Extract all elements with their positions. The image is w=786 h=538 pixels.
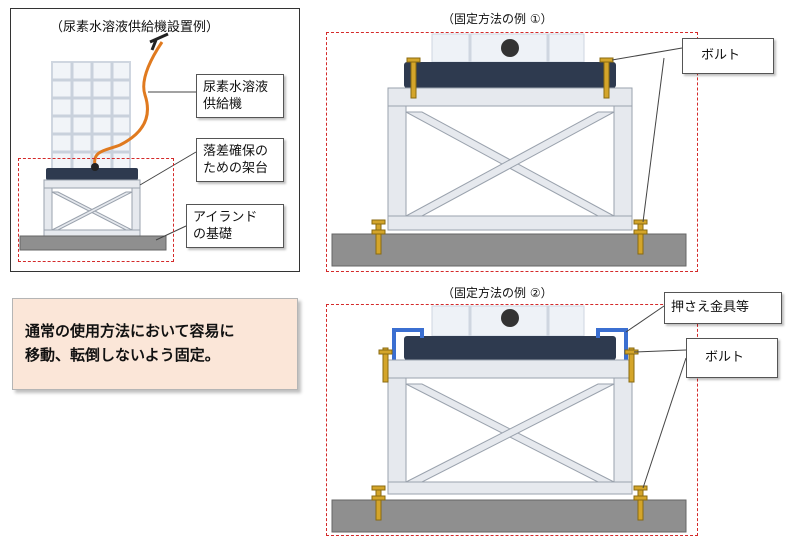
supply-cap — [91, 163, 99, 171]
supply-example-title: （尿素水溶液供給機設置例） — [50, 20, 220, 35]
note-line2: 移動、転倒しないよう固定。 — [25, 346, 220, 364]
supply-tank-grid — [51, 61, 131, 171]
supply-stand — [43, 179, 141, 237]
example2-tank-base — [404, 336, 616, 360]
callout-stand-line1: 落差確保の — [203, 144, 269, 159]
example2-caption: （固定方法の例 ②） — [442, 286, 553, 300]
example2-dashed-frame — [326, 304, 698, 536]
example2-foundation — [331, 499, 687, 533]
supply-hose — [93, 41, 164, 166]
example1-tank-base — [404, 62, 616, 88]
note-line1: 通常の使用方法において容易に — [25, 322, 235, 340]
example2-left-clamp — [392, 328, 424, 364]
supply-dashed-highlight — [18, 158, 174, 262]
example2-tank-cap — [501, 309, 519, 327]
fixing-requirement-note: 通常の使用方法において容易に 移動、転倒しないよう固定。 — [12, 298, 298, 390]
example1-stand — [387, 87, 633, 231]
example1-top-bolts — [406, 57, 614, 99]
example2-side-bolts — [378, 347, 639, 383]
example2-bottom-bolts — [371, 485, 648, 521]
callout-foundation: アイランド の基礎 — [186, 204, 284, 248]
example1-bolt-label: ボルト — [682, 38, 774, 74]
callout-supply-machine: 尿素水溶液 供給機 — [196, 74, 284, 118]
example1-foundation — [331, 233, 687, 267]
example2-clamp-label: 押さえ金具等 — [664, 292, 782, 324]
callout-stand: 落差確保の ための架台 — [196, 138, 284, 182]
supply-foundation — [19, 235, 167, 251]
callout-foundation-line1: アイランド — [193, 210, 258, 225]
example2-stand — [387, 359, 633, 495]
callout-supply-line1: 尿素水溶液 — [203, 80, 269, 95]
example2-bolt-label: ボルト — [686, 338, 778, 378]
callout-foundation-line2: の基礎 — [193, 227, 233, 242]
callout-supply-line2: 供給機 — [203, 97, 243, 112]
example2-right-clamp — [596, 328, 628, 364]
supply-tank-base — [46, 168, 138, 180]
example1-dashed-frame — [326, 32, 698, 272]
callout-stand-line2: ための架台 — [203, 161, 269, 176]
example1-bottom-bolts — [371, 219, 648, 255]
example1-caption: （固定方法の例 ①） — [442, 12, 553, 26]
example1-tank-cap — [501, 39, 519, 57]
supply-nozzle — [149, 32, 169, 51]
